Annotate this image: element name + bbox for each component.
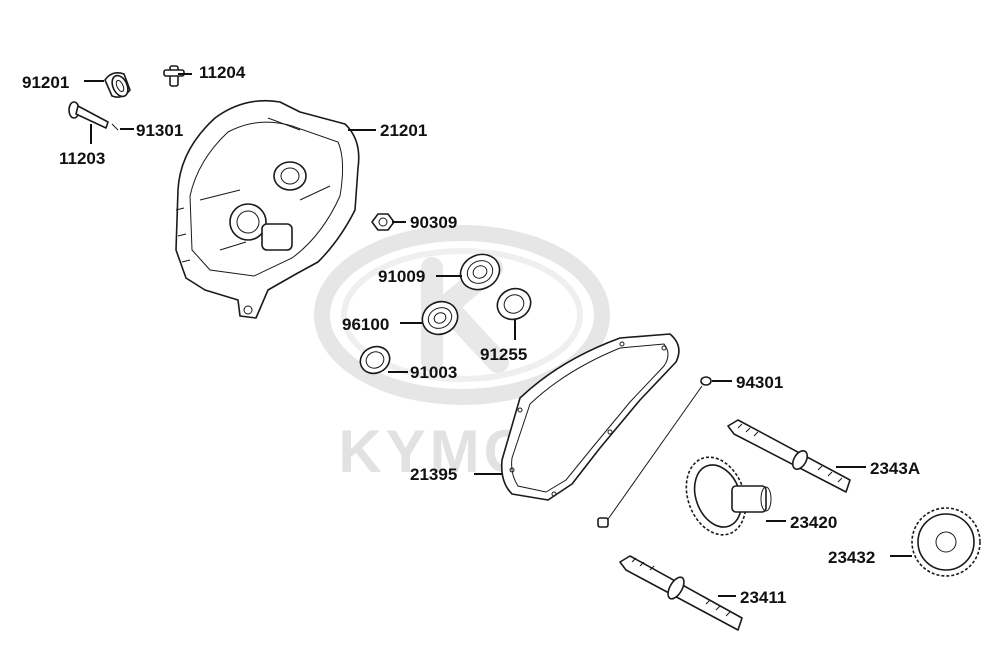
part-number-96100: 96100: [342, 315, 389, 334]
part-91009-bearing: [459, 253, 501, 291]
part-91003-bearing: [359, 345, 391, 375]
part-number-94301: 94301: [736, 373, 783, 392]
part-number-2343A: 2343A: [870, 459, 920, 478]
part-21395-gasket: [500, 333, 680, 501]
part-number-11203: 11203: [59, 149, 105, 168]
leader-lines: [84, 73, 912, 597]
part-number-23432: 23432: [828, 548, 875, 567]
part-11203-bolt: [68, 101, 109, 129]
part-number-11204: 11204: [199, 63, 246, 82]
part-91201-bushing: [104, 72, 131, 98]
part-number-91255: 91255: [480, 345, 527, 364]
part-2343A-drive-shaft: [727, 419, 851, 493]
part-21201-transmission-cover: [175, 99, 360, 319]
part-94301-dowel-pin: [597, 376, 712, 528]
part-number-91301: 91301: [136, 121, 183, 140]
part-90309-nut: [371, 213, 395, 231]
part-number-91201: 91201: [22, 73, 69, 92]
part-23432-counter-gear: [911, 507, 981, 577]
part-number-21201: 21201: [380, 121, 427, 140]
part-number-91009: 91009: [378, 267, 425, 286]
part-23411-counter-shaft: [619, 555, 743, 631]
part-11204-nipple: [163, 65, 185, 87]
part-91255-oil-seal: [496, 287, 532, 321]
part-number-23411: 23411: [740, 588, 786, 607]
part-91301-oring: [111, 123, 119, 131]
part-number-91003: 91003: [410, 363, 457, 382]
part-number-90309: 90309: [410, 213, 457, 232]
part-23420-final-gear: [685, 456, 772, 536]
part-number-23420: 23420: [790, 513, 837, 532]
part-96100-bearing: [421, 300, 459, 336]
part-number-21395: 21395: [410, 465, 457, 484]
